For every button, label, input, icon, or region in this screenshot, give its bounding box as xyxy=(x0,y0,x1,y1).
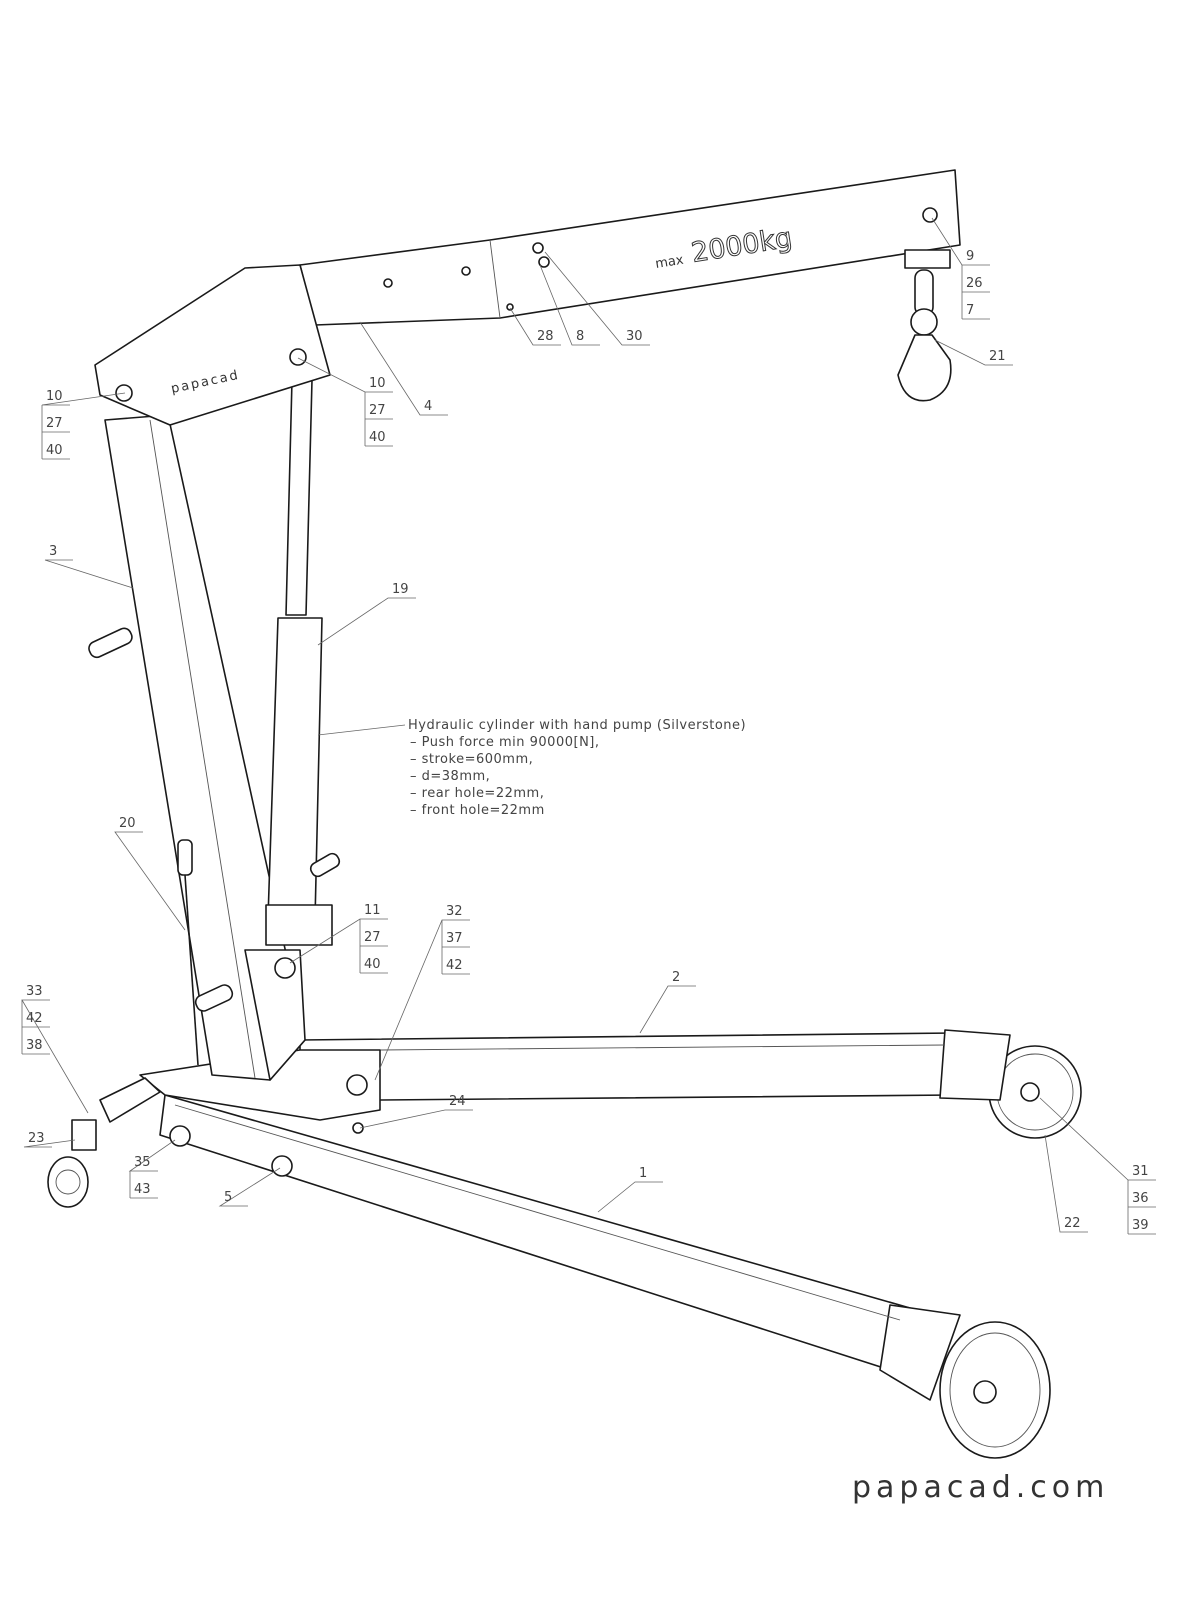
callout-number: 33 xyxy=(26,984,43,999)
hook xyxy=(897,269,952,402)
caster-wheel xyxy=(47,1119,97,1208)
note-line: – Push force min 90000[N], xyxy=(410,735,600,750)
callout-number: 37 xyxy=(446,931,463,946)
note-line: – stroke=600mm, xyxy=(410,752,533,767)
callout-number: 27 xyxy=(46,416,63,431)
callout-number: 38 xyxy=(26,1038,43,1053)
callout-leader xyxy=(509,307,561,346)
leg-1 xyxy=(159,1094,961,1401)
leg-2 xyxy=(299,1029,1011,1101)
hydraulic-cylinder xyxy=(265,379,341,946)
callout-number: 27 xyxy=(369,403,386,418)
callout-number: 24 xyxy=(449,1094,466,1109)
callout-leader xyxy=(544,251,650,346)
callout-number: 1 xyxy=(639,1166,647,1181)
callout-number: 43 xyxy=(134,1182,151,1197)
callout-number: 42 xyxy=(446,958,463,973)
note-line: – d=38mm, xyxy=(410,769,490,784)
cylinder-note: Hydraulic cylinder with hand pump (Silve… xyxy=(317,718,746,818)
callout-number: 10 xyxy=(369,376,386,391)
note-line: – front hole=22mm xyxy=(410,803,545,818)
callout-leader xyxy=(114,831,186,931)
callout-number: 40 xyxy=(369,430,386,445)
callout-number: 3 xyxy=(49,544,57,559)
front-wheel xyxy=(939,1321,1051,1459)
callout-number: 31 xyxy=(1132,1164,1149,1179)
callout-number: 27 xyxy=(364,930,381,945)
callout-leader xyxy=(359,1109,473,1129)
callout-leader xyxy=(44,559,134,589)
callout-number: 28 xyxy=(537,329,554,344)
callout-leader xyxy=(23,1139,76,1148)
pump-handle xyxy=(88,627,234,1066)
callout-number: 2 xyxy=(672,970,680,985)
callout-leader xyxy=(539,264,600,346)
callout-number: 26 xyxy=(966,276,983,291)
callout-leader xyxy=(317,597,416,646)
callout-number: 42 xyxy=(26,1011,43,1026)
callout-number: 40 xyxy=(46,443,63,458)
callout-leader xyxy=(359,321,448,416)
callout-number: 11 xyxy=(364,903,381,918)
callout-number: 23 xyxy=(28,1131,45,1146)
callout-leader xyxy=(934,339,1013,366)
callout-number: 4 xyxy=(424,399,432,414)
callout-leaders xyxy=(21,217,1156,1235)
callout-number: 35 xyxy=(134,1155,151,1170)
callout-leader xyxy=(597,1181,663,1213)
callout-leader xyxy=(1044,1134,1088,1233)
callout-number: 7 xyxy=(966,303,974,318)
callout-number: 40 xyxy=(364,957,381,972)
callout-number: 39 xyxy=(1132,1218,1149,1233)
boom xyxy=(299,169,961,326)
callout-number: 10 xyxy=(46,389,63,404)
callout-number: 5 xyxy=(224,1190,232,1205)
callout-leader xyxy=(639,985,696,1034)
callout-number: 22 xyxy=(1064,1216,1081,1231)
base-frame xyxy=(99,1049,381,1177)
callout-number: 8 xyxy=(576,329,584,344)
callout-number: 36 xyxy=(1132,1191,1149,1206)
note-line: – rear hole=22mm, xyxy=(410,786,544,801)
note-title: Hydraulic cylinder with hand pump (Silve… xyxy=(408,718,746,733)
callout-number: 30 xyxy=(626,329,643,344)
callout-number: 19 xyxy=(392,582,409,597)
callout-number: 32 xyxy=(446,904,463,919)
callout-number: 21 xyxy=(989,349,1006,364)
callout-number: 20 xyxy=(119,816,136,831)
site-watermark: papacad.com xyxy=(852,1470,1110,1505)
capacity-prefix: max xyxy=(654,253,685,272)
callout-leader xyxy=(218,1167,281,1207)
callout-number: 9 xyxy=(966,249,974,264)
